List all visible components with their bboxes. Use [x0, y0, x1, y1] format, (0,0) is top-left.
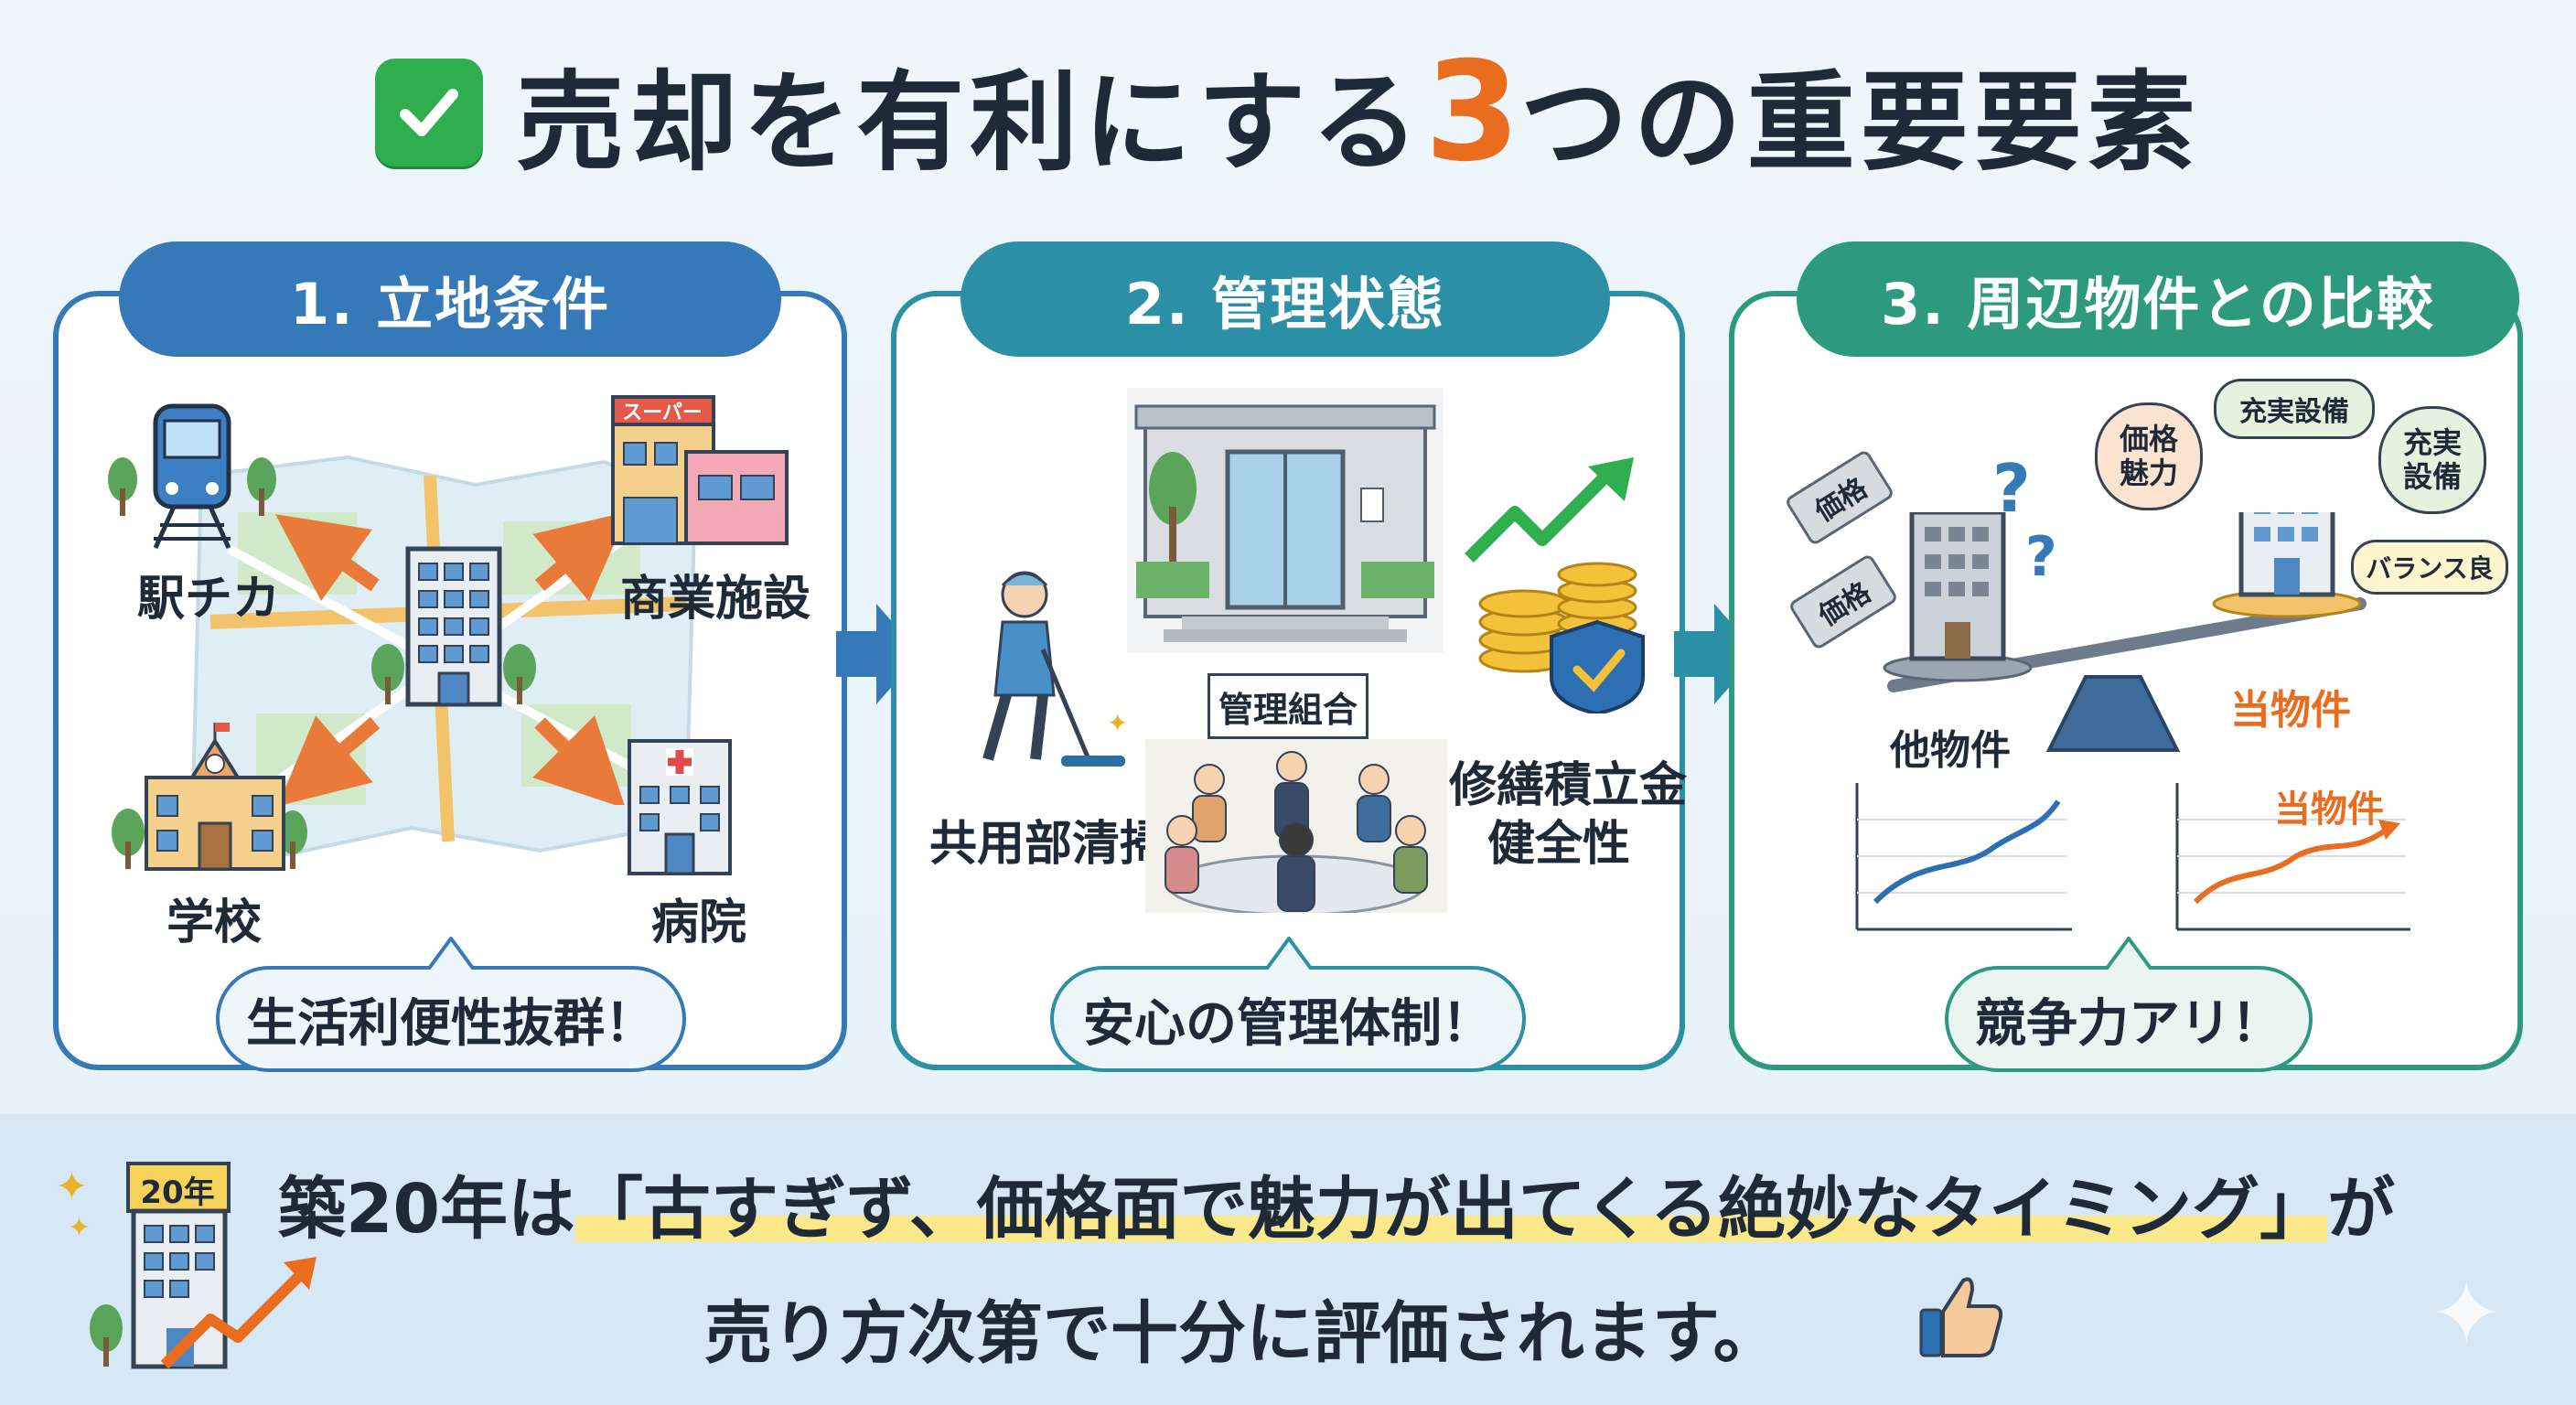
speech-facility-2: 充実 設備 [2378, 406, 2486, 514]
svg-text:✦: ✦ [1107, 708, 1128, 738]
question-mark-2: ? [2025, 525, 2057, 589]
sparkle-icon: ✦ [2430, 1262, 2504, 1365]
label-this-property: 当物件 [2230, 687, 2351, 734]
flow-arrow-2 [1674, 604, 1758, 704]
school-icon [112, 723, 307, 871]
label-other-property: 他物件 [1890, 727, 2011, 774]
panel-header-comparison: 3. 周辺物件との比較 [1797, 241, 2519, 357]
message-line1-prefix: 築20年は [278, 1170, 575, 1249]
bubble-comparison: 競争力アリ！ [1945, 966, 2313, 1072]
label-commercial: 商業施設 [620, 572, 811, 627]
bubble-management: 安心の管理体制！ [1050, 966, 1526, 1072]
message-line1-suffix: が [2327, 1170, 2396, 1249]
label-graph-this-property: 当物件 [2274, 788, 2384, 831]
label-cleaning: 共用部清掃 [929, 817, 1168, 872]
label-repair-line1: 修繕積立金 [1449, 758, 1688, 813]
meeting-illustration [1145, 739, 1447, 913]
message-line2: 売り方次第で十分に評価されます。 [704, 1279, 1781, 1377]
title-number: 3 [1424, 33, 1520, 192]
bubble-tail-location [428, 937, 474, 970]
message-line1: 築20年は「古すぎず、価格面で魅力が出てくる絶妙なタイミング」が [278, 1154, 2395, 1252]
label-station: 駅チカ [137, 572, 281, 627]
bubble-tail-comparison [2106, 937, 2152, 970]
direction-arrows [274, 512, 628, 805]
graph-this-property [2175, 783, 2410, 931]
label-repair-line2: 健全性 [1487, 817, 1631, 872]
label-school: 学校 [166, 896, 263, 950]
speech-balance: バランス良 [2351, 540, 2508, 595]
graph-other-property [1855, 783, 2072, 931]
savings-growth-icon [1465, 457, 1645, 713]
supermarket-sign: スーパー [622, 402, 703, 424]
badge-20-years: 20年 [140, 1174, 215, 1211]
message-line2-text: 売り方次第で十分に評価されます。 [704, 1294, 1781, 1373]
message-line1-quote: 「古すぎず、価格面で魅力が出てくる絶妙なタイミング」 [574, 1170, 2328, 1249]
central-building-icon [371, 546, 536, 707]
panel-header-management: 2. 管理状態 [961, 241, 1610, 357]
flow-arrow-1 [836, 604, 920, 704]
svg-text:✦: ✦ [68, 1212, 91, 1244]
hospital-icon [628, 739, 732, 875]
building-growth-icon: ✦ ✦ [55, 1162, 317, 1369]
speech-facility-1: 充実設備 [2214, 379, 2375, 439]
bubble-location: 生活利便性抜群！ [216, 966, 686, 1072]
svg-text:✦: ✦ [55, 1164, 89, 1210]
supermarket-icon [611, 395, 789, 545]
association-sign: 管理組合 [1208, 673, 1368, 739]
check-icon [375, 59, 484, 166]
thumbs-up-icon [1919, 1277, 2003, 1357]
balance-scale-illustration [1883, 512, 2367, 752]
label-hospital: 病院 [651, 896, 747, 950]
title-text-after: つの重要要素 [1519, 59, 2201, 186]
bubble-tail-management [1266, 937, 1312, 970]
panel-header-location: 1. 立地条件 [119, 241, 781, 357]
speech-price-appeal: 価格 魅力 [2095, 402, 2203, 510]
train-icon [108, 403, 276, 550]
bottom-message-band [0, 1114, 2576, 1405]
cleaner-icon: ✦ [982, 571, 1128, 767]
title-text-before: 売却を有利にする [516, 59, 1425, 186]
entrance-illustration [1127, 388, 1444, 653]
